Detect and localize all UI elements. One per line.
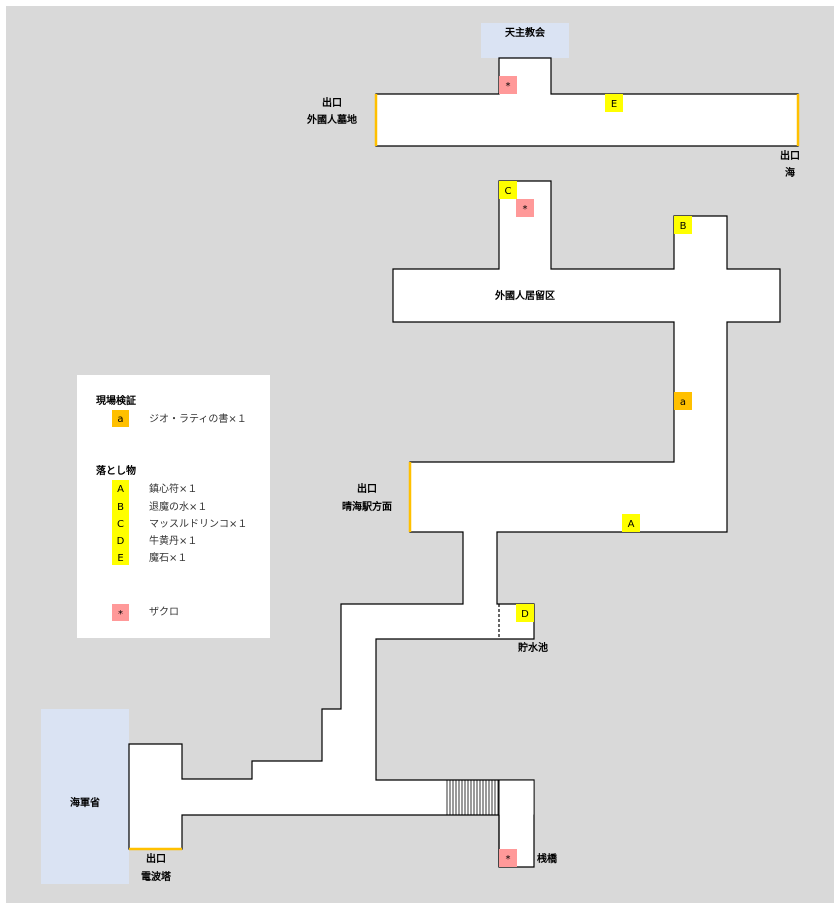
settlement-label: 外國人居留区	[494, 289, 555, 302]
svg-text:*: *	[506, 81, 511, 92]
marker-enemy-top: *	[499, 76, 517, 94]
legend-drop-text-A: 鎮心符×１	[149, 482, 197, 495]
svg-text:*: *	[523, 204, 528, 215]
marker-E: E	[605, 94, 623, 112]
svg-text:A: A	[628, 519, 635, 530]
cathedral-building	[481, 23, 569, 58]
marker-C: C	[499, 181, 517, 199]
legend-drop-swatch-A	[112, 480, 129, 497]
marker-a: a	[674, 392, 692, 410]
marker-enemy-pier: *	[499, 849, 517, 867]
reservoir-label: 貯水池	[518, 641, 548, 654]
legend-drop-key-A: A	[117, 484, 124, 495]
marker-A: A	[622, 514, 640, 532]
legend-panel	[77, 375, 270, 638]
sea-label: 海	[785, 166, 795, 179]
legend-drop-swatch-B	[112, 497, 129, 514]
settlement-room	[128, 180, 781, 868]
legend-drop-swatch-E	[112, 548, 129, 565]
legend: 現場検証 a ジオ・ラティの書×１ 落とし物 A 鎮心符×１ B 退魔の水×１ …	[77, 375, 270, 638]
legend-evidence-swatch	[112, 410, 129, 427]
legend-enemy-key: *	[118, 609, 123, 620]
marker-B: B	[674, 216, 692, 234]
svg-text:E: E	[611, 99, 617, 110]
legend-drop-key-D: D	[117, 536, 125, 547]
navy-label: 海軍省	[70, 796, 100, 809]
svg-text:D: D	[521, 609, 529, 620]
legend-evidence-title: 現場検証	[96, 394, 136, 407]
stairs	[446, 780, 499, 815]
cathedral-label: 天主教会	[505, 26, 545, 39]
marker-D: D	[516, 604, 534, 622]
legend-drop-key-C: C	[117, 519, 124, 530]
legend-drop-key-B: B	[117, 502, 124, 513]
legend-drop-text-D: 牛黄丹×１	[149, 534, 197, 547]
legend-drop-key-E: E	[117, 553, 123, 564]
legend-drop-swatch-C	[112, 514, 129, 531]
svg-text:B: B	[680, 221, 687, 232]
harumi-label: 晴海駅方面	[342, 500, 392, 513]
exit-label-harumi: 出口	[357, 482, 377, 495]
legend-drops-title: 落とし物	[96, 464, 136, 477]
legend-drop-text-B: 退魔の水×１	[149, 500, 207, 513]
legend-drop-text-C: マッスルドリンコ×１	[149, 519, 247, 530]
exit-label-radio: 出口	[146, 852, 166, 865]
legend-drop-text-E: 魔石×１	[149, 551, 187, 564]
exit-label-cemetery: 出口	[322, 96, 342, 109]
exit-label-sea: 出口	[780, 149, 800, 162]
svg-text:*: *	[506, 854, 511, 865]
marker-enemy-settlement: *	[516, 199, 534, 217]
navy-building	[41, 709, 129, 884]
pier-label: 桟橋	[537, 852, 558, 865]
dungeon-map: 天主教会 海軍省 出口 外國人墓地 出口 海 外國人居留区 出口 晴海駅方面 貯…	[6, 6, 834, 903]
svg-text:C: C	[505, 186, 512, 197]
legend-evidence-key: a	[117, 414, 123, 425]
legend-evidence-text: ジオ・ラティの書×１	[149, 412, 247, 425]
cemetery-label: 外國人墓地	[306, 113, 357, 126]
legend-drop-swatch-D	[112, 531, 129, 548]
legend-enemy-swatch	[112, 604, 129, 621]
pier-join	[499, 780, 534, 815]
top-corridor	[375, 57, 799, 147]
svg-text:a: a	[680, 397, 686, 408]
radio-tower-label: 電波塔	[141, 870, 172, 883]
map-canvas: 天主教会 海軍省 出口 外國人墓地 出口 海 外國人居留区 出口 晴海駅方面 貯…	[41, 23, 800, 884]
legend-enemy-text: ザクロ	[149, 606, 179, 618]
